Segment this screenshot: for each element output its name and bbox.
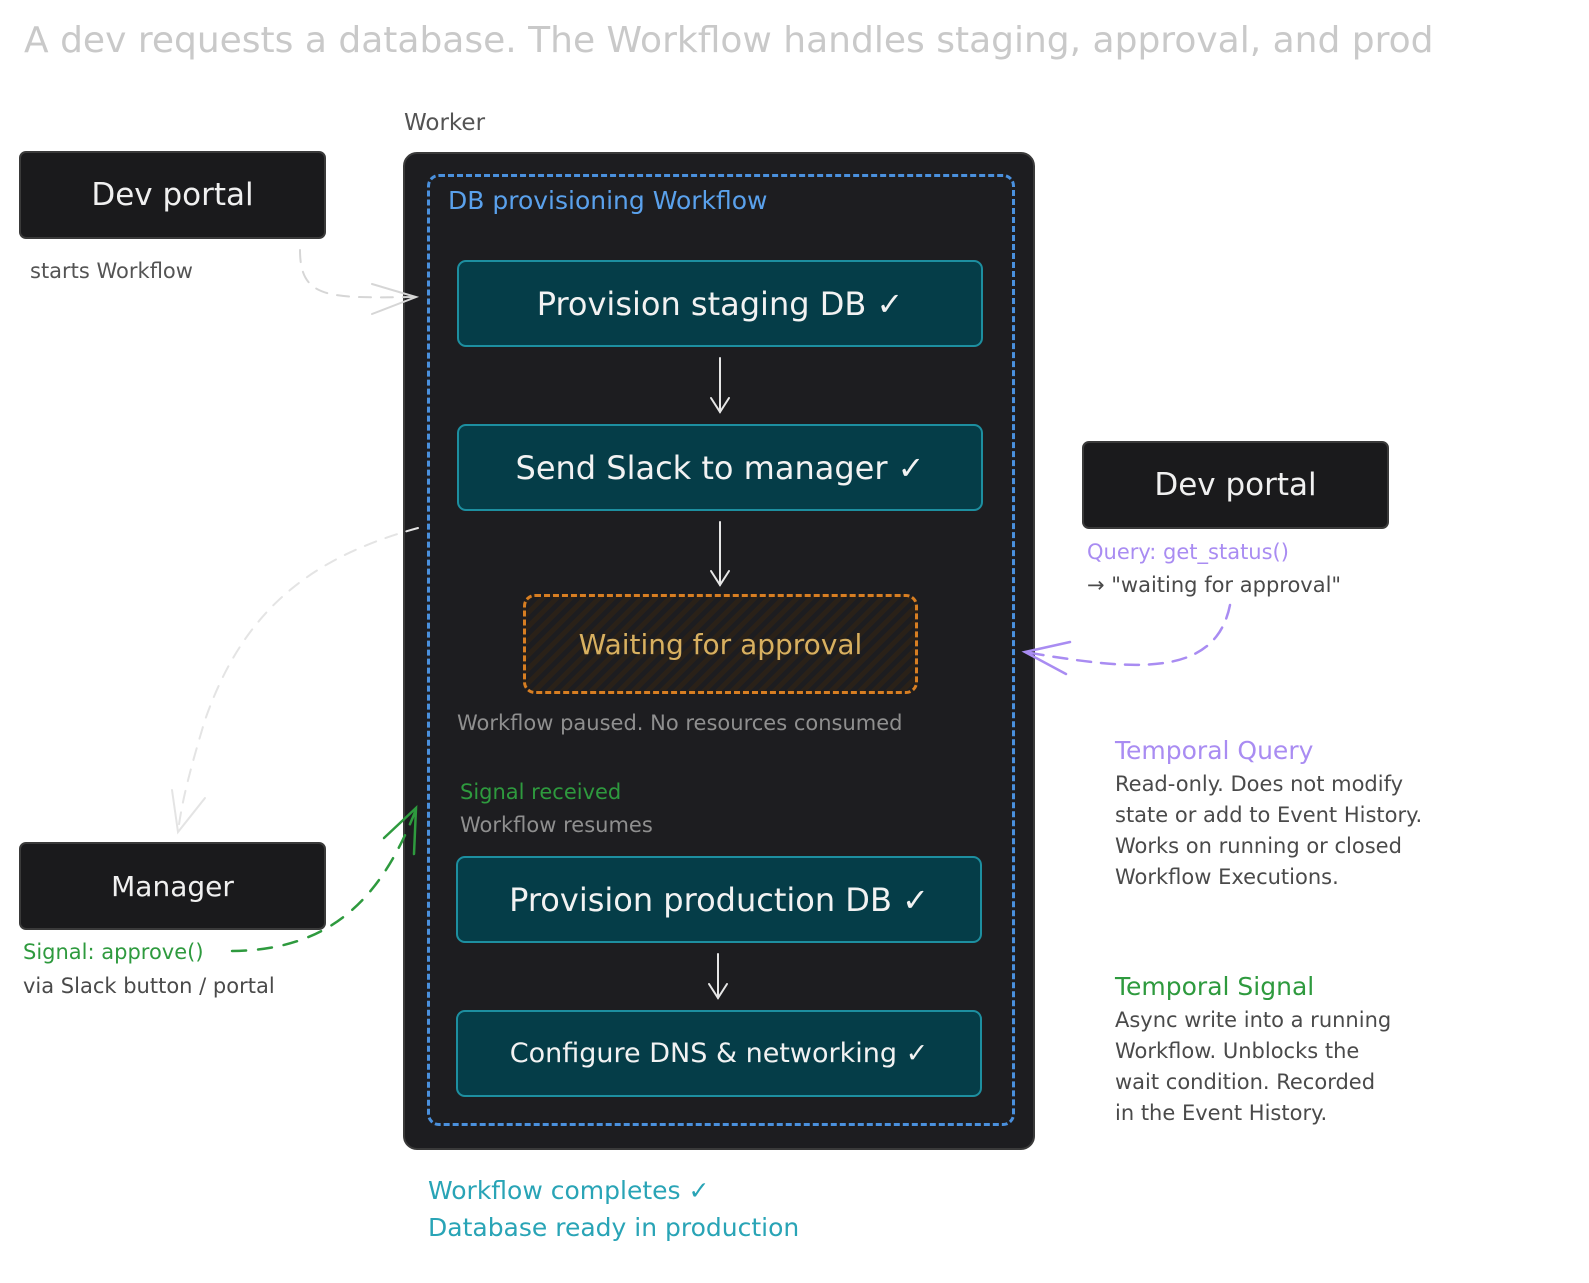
arrowhead-production-to-dns	[708, 983, 728, 1000]
query-call-label: Query: get_status()	[1087, 540, 1289, 564]
step-send-slack: Send Slack to manager ✓	[457, 424, 983, 511]
arrowhead-signal	[382, 804, 418, 856]
waiting-for-approval-state: Waiting for approval	[523, 594, 918, 694]
arrow-start-workflow	[299, 249, 416, 299]
manager-label: Manager	[111, 869, 234, 903]
completion-line-1: Workflow completes ✓	[428, 1176, 710, 1205]
arrowhead-slack-to-waiting	[710, 570, 730, 587]
temporal-signal-line: Workflow. Unblocks the	[1115, 1039, 1360, 1063]
arrowhead-notify-manager	[171, 789, 206, 835]
arrow-signal	[230, 810, 417, 953]
step-configure-dns-label: Configure DNS & networking ✓	[509, 1038, 929, 1069]
manager-node: Manager	[19, 842, 326, 930]
arrow-notify-manager	[177, 527, 419, 833]
step-send-slack-label: Send Slack to manager ✓	[515, 448, 925, 487]
step-provision-production: Provision production DB ✓	[456, 856, 982, 943]
signal-received-label: Signal received	[460, 780, 622, 804]
temporal-signal-line: Async write into a running	[1115, 1008, 1392, 1032]
step-provision-production-label: Provision production DB ✓	[509, 880, 929, 919]
arrow-query	[1023, 603, 1232, 667]
temporal-query-title: Temporal Query	[1115, 736, 1314, 765]
arrowhead-query	[1021, 640, 1072, 676]
temporal-query-line: Read-only. Does not modify	[1115, 772, 1404, 796]
workflow-boundary	[427, 174, 1015, 1126]
temporal-signal-explainer: Temporal Signal Async write into a runni…	[1115, 972, 1391, 1129]
starts-workflow-label: starts Workflow	[30, 259, 193, 283]
dev-portal-left-label: Dev portal	[91, 177, 254, 213]
signal-call-label: Signal: approve()	[23, 940, 204, 964]
workflow-resumes-label: Workflow resumes	[460, 813, 653, 837]
temporal-signal-title: Temporal Signal	[1115, 972, 1315, 1001]
completion-note: Workflow completes ✓ Database ready in p…	[428, 1172, 799, 1246]
query-result-label: → "waiting for approval"	[1087, 573, 1342, 597]
paused-note: Workflow paused. No resources consumed	[457, 711, 903, 735]
dev-portal-left: Dev portal	[19, 151, 326, 239]
step-provision-staging: Provision staging DB ✓	[457, 260, 983, 347]
arrowhead-start-workflow	[371, 283, 420, 315]
temporal-signal-line: in the Event History.	[1115, 1101, 1328, 1125]
dev-portal-right: Dev portal	[1082, 441, 1389, 529]
temporal-query-line: state or add to Event History.	[1115, 803, 1423, 827]
arrowhead-staging-to-slack	[710, 397, 730, 414]
temporal-query-line: Workflow Executions.	[1115, 865, 1339, 889]
signal-via-label: via Slack button / portal	[23, 974, 275, 998]
completion-line-2: Database ready in production	[428, 1213, 800, 1242]
temporal-query-explainer: Temporal Query Read-only. Does not modif…	[1115, 736, 1422, 893]
step-configure-dns: Configure DNS & networking ✓	[456, 1010, 982, 1097]
dev-portal-right-label: Dev portal	[1154, 467, 1317, 503]
temporal-signal-line: wait condition. Recorded	[1115, 1070, 1376, 1094]
diagram-title: A dev requests a database. The Workflow …	[24, 20, 1434, 61]
temporal-query-line: Works on running or closed	[1115, 834, 1402, 858]
step-provision-staging-label: Provision staging DB ✓	[536, 284, 904, 323]
waiting-label: Waiting for approval	[578, 627, 863, 661]
workflow-label: DB provisioning Workflow	[448, 186, 768, 215]
worker-label: Worker	[404, 110, 486, 136]
